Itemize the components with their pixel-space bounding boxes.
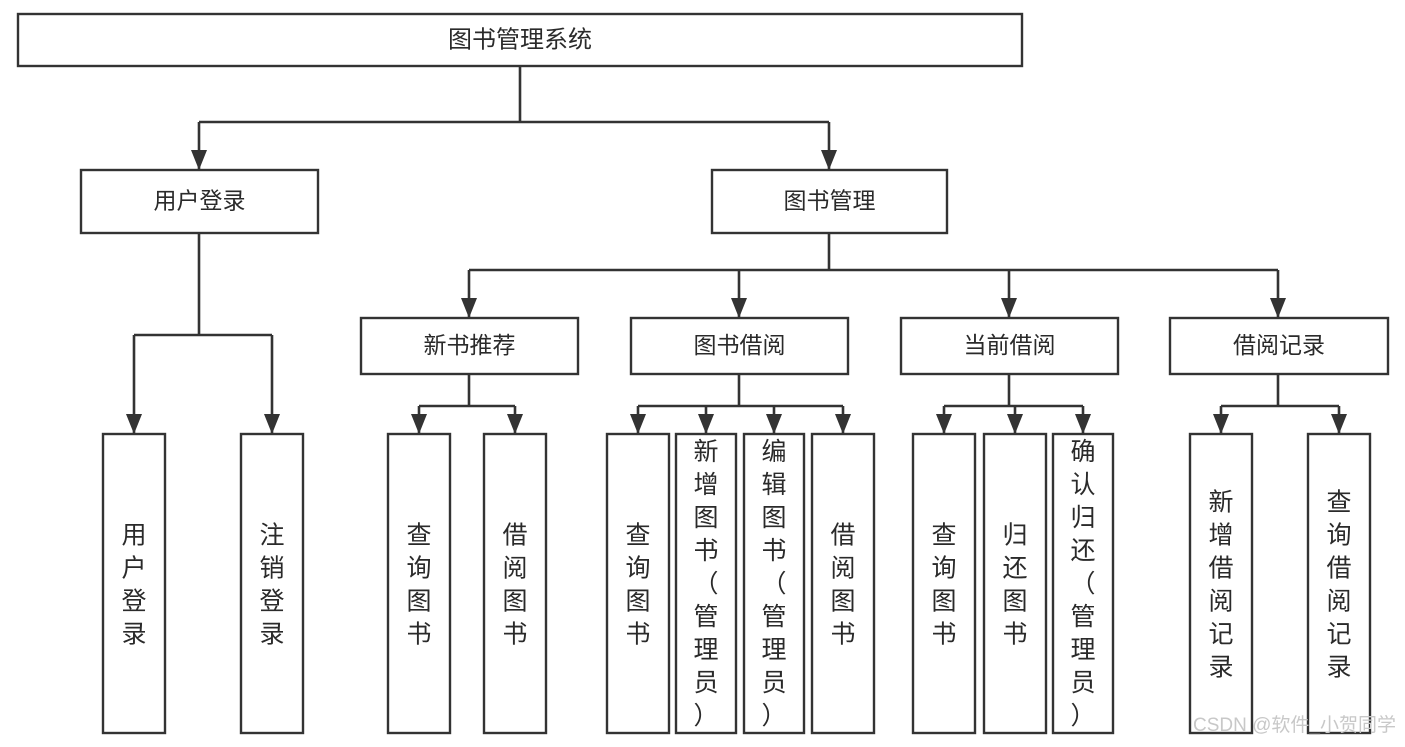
- arrow-head-icon: [461, 298, 477, 318]
- node-level2-book-manage[interactable]: 图书管理: [710, 168, 949, 235]
- node-level3-borrow-record[interactable]: 借阅记录: [1168, 316, 1390, 376]
- node-leaf-leaf-confirm-return[interactable]: 确认归还（管理员）: [1051, 432, 1115, 735]
- node-label: 查询图书: [406, 522, 431, 649]
- arrow-head-icon: [821, 150, 837, 170]
- node-layer: 图书管理系统用户登录图书管理新书推荐图书借阅当前借阅借阅记录用户登录注销登录查询…: [16, 12, 1390, 735]
- node-level2-user-login[interactable]: 用户登录: [79, 168, 320, 235]
- node-leaf-leaf-add-book[interactable]: 新增图书（管理员）: [674, 432, 738, 735]
- node-level3-current-borrow[interactable]: 当前借阅: [899, 316, 1120, 376]
- node-box-outline: [674, 432, 738, 735]
- node-label: 归还图书: [1002, 522, 1027, 649]
- node-root[interactable]: 图书管理系统: [16, 12, 1024, 68]
- node-label: 编辑图书（管理员）: [761, 438, 786, 730]
- node-leaf-leaf-borrow-book-b[interactable]: 借阅图书: [810, 432, 876, 735]
- node-label: 新增借阅记录: [1208, 489, 1233, 682]
- arrow-head-icon: [191, 150, 207, 170]
- node-leaf-leaf-logout[interactable]: 注销登录: [239, 432, 305, 735]
- node-label: 查询借阅记录: [1326, 489, 1351, 682]
- node-leaf-leaf-query-record[interactable]: 查询借阅记录: [1306, 432, 1372, 735]
- arrow-head-icon: [126, 414, 142, 434]
- node-box-outline: [605, 432, 671, 735]
- node-box-outline: [710, 168, 949, 235]
- node-level3-new-book-rec[interactable]: 新书推荐: [359, 316, 580, 376]
- arrow-head-icon: [835, 414, 851, 434]
- node-label: 借阅图书: [502, 522, 527, 649]
- node-box-outline: [482, 432, 548, 735]
- arrow-head-icon: [766, 414, 782, 434]
- node-box-outline: [359, 316, 580, 376]
- node-leaf-leaf-query-book-b[interactable]: 查询图书: [605, 432, 671, 735]
- arrow-head-icon: [1213, 414, 1229, 434]
- node-box-outline: [16, 12, 1024, 68]
- arrow-head-icon: [1331, 414, 1347, 434]
- node-box-outline: [1051, 432, 1115, 735]
- node-label: 新增图书（管理员）: [693, 438, 718, 730]
- node-box-outline: [79, 168, 320, 235]
- node-leaf-leaf-query-book-rec[interactable]: 查询图书: [386, 432, 452, 735]
- arrow-head-icon: [507, 414, 523, 434]
- node-label: 查询图书: [625, 522, 650, 649]
- node-label: 当前借阅: [964, 332, 1056, 358]
- node-level3-book-borrow[interactable]: 图书借阅: [629, 316, 850, 376]
- node-label: 新书推荐: [424, 332, 516, 358]
- node-label: 用户登录: [154, 188, 246, 214]
- node-label: 图书管理系统: [448, 26, 592, 53]
- node-box-outline: [1188, 432, 1254, 735]
- arrow-head-icon: [1270, 298, 1286, 318]
- node-label: 确认归还（管理员）: [1070, 438, 1095, 730]
- connector-layer: [126, 66, 1347, 434]
- node-box-outline: [1168, 316, 1390, 376]
- arrow-head-icon: [630, 414, 646, 434]
- node-box-outline: [239, 432, 305, 735]
- csdn-watermark: CSDN @软件_小贺同学: [1193, 714, 1396, 736]
- node-box-outline: [911, 432, 977, 735]
- node-box-outline: [810, 432, 876, 735]
- node-leaf-leaf-user-login[interactable]: 用户登录: [101, 432, 167, 735]
- node-label: 借阅图书: [830, 522, 855, 649]
- node-leaf-leaf-return-book[interactable]: 归还图书: [982, 432, 1048, 735]
- node-label: 借阅记录: [1233, 332, 1325, 358]
- node-label: 注销登录: [259, 522, 284, 649]
- node-box-outline: [899, 316, 1120, 376]
- arrow-head-icon: [264, 414, 280, 434]
- node-leaf-leaf-edit-book[interactable]: 编辑图书（管理员）: [742, 432, 806, 735]
- node-leaf-leaf-add-record[interactable]: 新增借阅记录: [1188, 432, 1254, 735]
- node-box-outline: [629, 316, 850, 376]
- arrow-head-icon: [936, 414, 952, 434]
- arrow-head-icon: [1007, 414, 1023, 434]
- arrow-head-icon: [1075, 414, 1091, 434]
- arrow-head-icon: [731, 298, 747, 318]
- arrow-head-icon: [698, 414, 714, 434]
- node-box-outline: [101, 432, 167, 735]
- node-leaf-leaf-query-book-c[interactable]: 查询图书: [911, 432, 977, 735]
- node-box-outline: [386, 432, 452, 735]
- arrow-head-icon: [1001, 298, 1017, 318]
- arrow-head-icon: [411, 414, 427, 434]
- node-box-outline: [742, 432, 806, 735]
- node-label: 图书管理: [784, 188, 876, 214]
- node-leaf-leaf-borrow-book-rec[interactable]: 借阅图书: [482, 432, 548, 735]
- node-label: 图书借阅: [694, 332, 786, 358]
- node-label: 用户登录: [121, 522, 146, 649]
- node-box-outline: [982, 432, 1048, 735]
- node-box-outline: [1306, 432, 1372, 735]
- node-label: 查询图书: [931, 522, 956, 649]
